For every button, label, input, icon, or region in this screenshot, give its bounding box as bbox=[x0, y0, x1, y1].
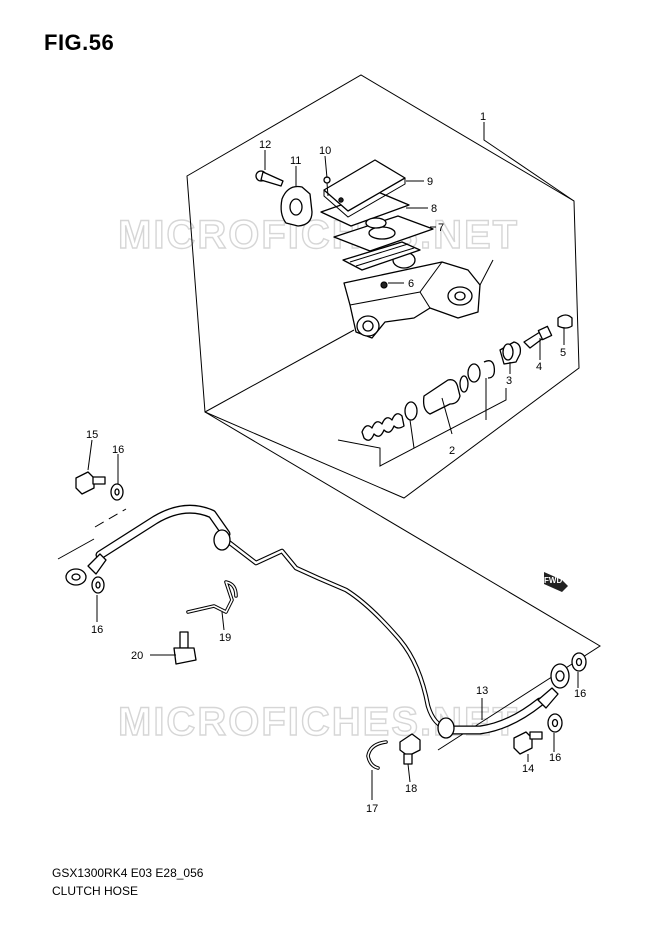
union-bolt-14 bbox=[513, 731, 543, 755]
figure-name: CLUTCH HOSE bbox=[52, 884, 139, 898]
callout-16-c: 16 bbox=[574, 688, 586, 700]
callout-20: 20 bbox=[131, 650, 143, 662]
cylinder-holder-clamp bbox=[280, 185, 313, 227]
watermark-bottom: MICROFICHES.NET bbox=[118, 700, 519, 744]
callout-4: 4 bbox=[536, 361, 542, 373]
callout-5: 5 bbox=[560, 347, 566, 359]
bolt-20 bbox=[173, 631, 197, 665]
callout-19: 19 bbox=[219, 632, 231, 644]
callout-10: 10 bbox=[319, 145, 331, 157]
callout-15: 15 bbox=[86, 429, 98, 441]
callout-9: 9 bbox=[427, 176, 433, 188]
callout-16-d: 16 bbox=[549, 752, 561, 764]
watermark-top: MICROFICHES.NET bbox=[118, 213, 519, 257]
callout-11: 11 bbox=[290, 155, 301, 167]
hose-clamp bbox=[186, 580, 238, 614]
callout-2: 2 bbox=[449, 445, 455, 457]
reservoir-cap bbox=[323, 159, 406, 218]
pipe-clip bbox=[366, 740, 388, 770]
callout-8: 8 bbox=[431, 203, 437, 215]
callout-leaders bbox=[87, 122, 579, 800]
model-code: GSX1300RK4 E03 E28_056 bbox=[52, 866, 204, 880]
callout-1: 1 bbox=[480, 111, 486, 123]
piston-set bbox=[361, 375, 469, 441]
callout-13: 13 bbox=[476, 685, 488, 697]
clutch-hose bbox=[65, 504, 570, 739]
holder-bolt bbox=[255, 170, 284, 187]
fwd-label: FWD bbox=[544, 576, 562, 585]
callout-16-a: 16 bbox=[112, 444, 124, 456]
reference-line bbox=[204, 411, 601, 751]
push-rod bbox=[523, 325, 553, 349]
oil-seal bbox=[380, 281, 388, 289]
cap-screw bbox=[323, 176, 331, 197]
callout-labels: 1 2 3 4 5 6 7 8 9 10 11 12 13 14 15 16 1… bbox=[86, 111, 586, 815]
forward-arrow-icon: FWD bbox=[544, 572, 568, 592]
callout-6: 6 bbox=[408, 278, 414, 290]
callout-14: 14 bbox=[522, 763, 534, 775]
push-rod-nut bbox=[557, 314, 573, 329]
figure-title: FIG.56 bbox=[44, 30, 115, 55]
circlip-and-boot bbox=[467, 341, 522, 383]
callout-18: 18 bbox=[405, 783, 417, 795]
callout-7: 7 bbox=[438, 222, 444, 234]
callout-17: 17 bbox=[366, 803, 378, 815]
union-bolt-15 bbox=[75, 471, 106, 495]
callout-12: 12 bbox=[259, 139, 271, 151]
reservoir-diaphragm bbox=[333, 215, 434, 271]
callout-3: 3 bbox=[506, 375, 512, 387]
callout-16-b: 16 bbox=[91, 624, 103, 636]
